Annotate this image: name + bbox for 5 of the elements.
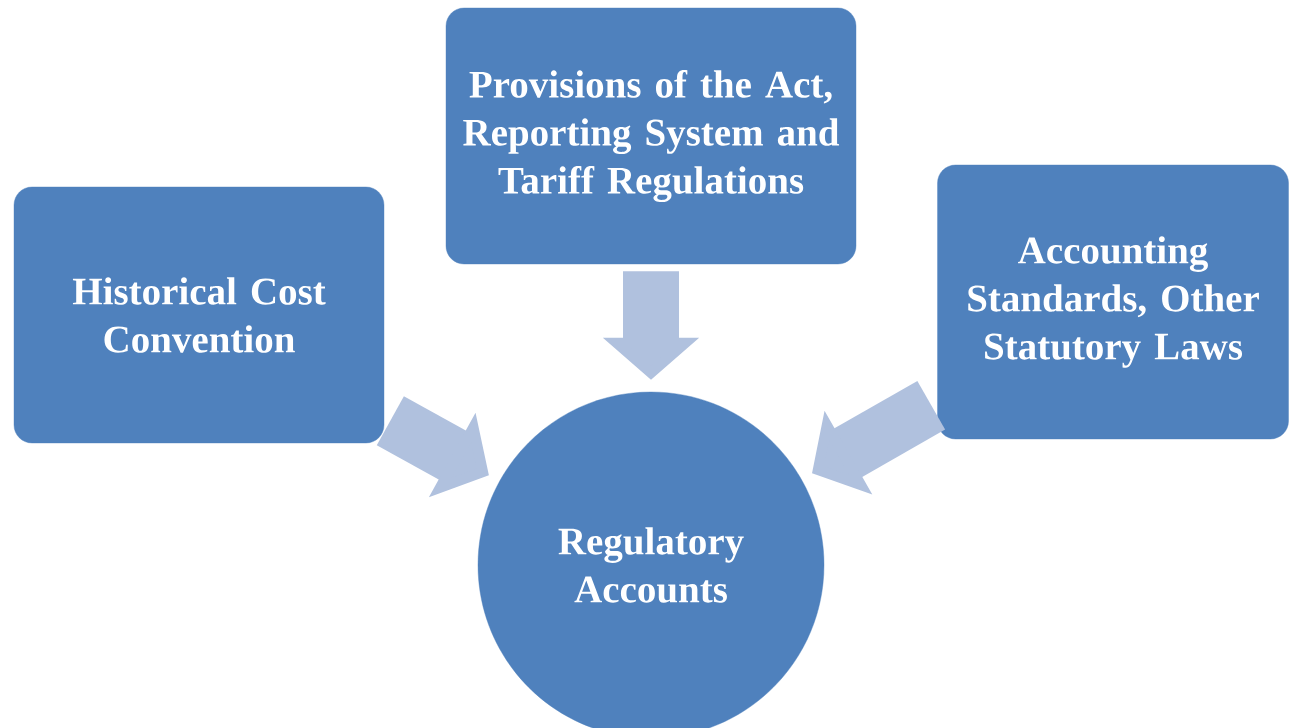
process-box: Provisions of the Act, Reporting System and Tariff Regulations — [445, 7, 857, 265]
block-arrow — [812, 380, 946, 495]
process-box: Historical Cost Convention — [13, 186, 385, 444]
process-box: Accounting Standards, Other Statutory Laws — [937, 164, 1289, 440]
circle-node: Regulatory Accounts — [477, 391, 825, 728]
